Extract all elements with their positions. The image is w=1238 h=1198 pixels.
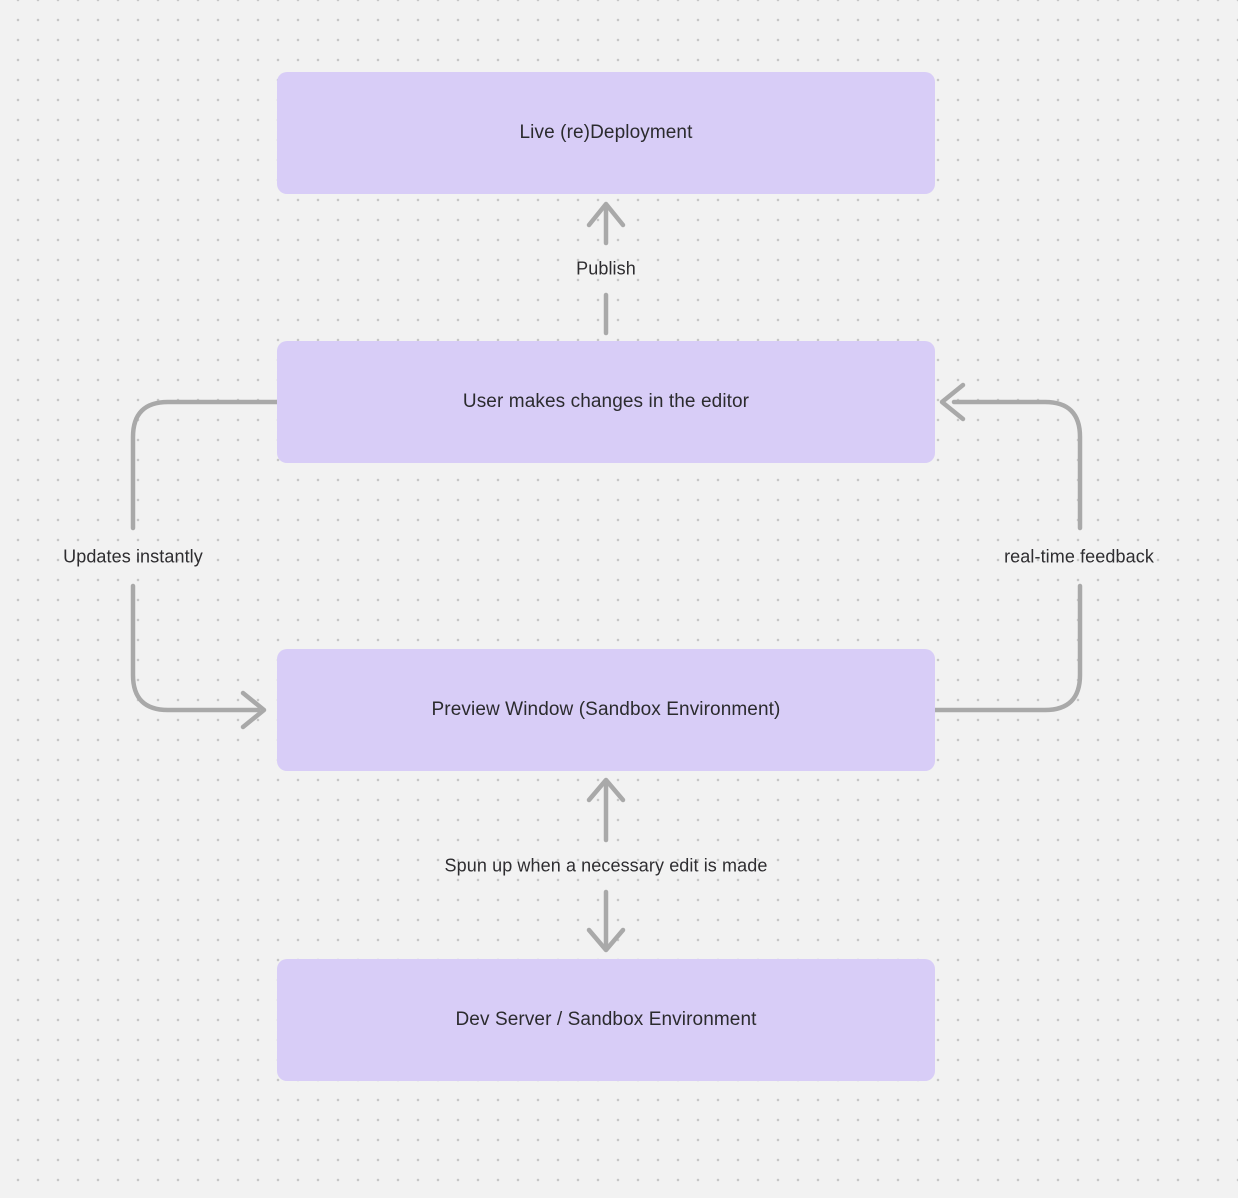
edge-label-realtime-feedback: real-time feedback bbox=[1004, 546, 1154, 567]
node-live-redeployment-label: Live (re)Deployment bbox=[519, 122, 693, 143]
edge-label-sandbox-spinup: Spun up when a necessary edit is made bbox=[444, 855, 768, 876]
edge-label-publish: Publish bbox=[576, 258, 636, 279]
node-user-editor-label: User makes changes in the editor bbox=[462, 391, 750, 412]
node-live-redeployment: Live (re)Deployment bbox=[277, 72, 935, 194]
node-dev-server: Dev Server / Sandbox Environment bbox=[277, 959, 935, 1081]
node-preview-window-label: Preview Window (Sandbox Environment) bbox=[431, 699, 781, 720]
node-dev-server-label: Dev Server / Sandbox Environment bbox=[455, 1009, 757, 1030]
node-user-editor: User makes changes in the editor bbox=[277, 341, 935, 463]
edge-label-updates-instantly: Updates instantly bbox=[63, 546, 203, 567]
node-preview-window: Preview Window (Sandbox Environment) bbox=[277, 649, 935, 771]
